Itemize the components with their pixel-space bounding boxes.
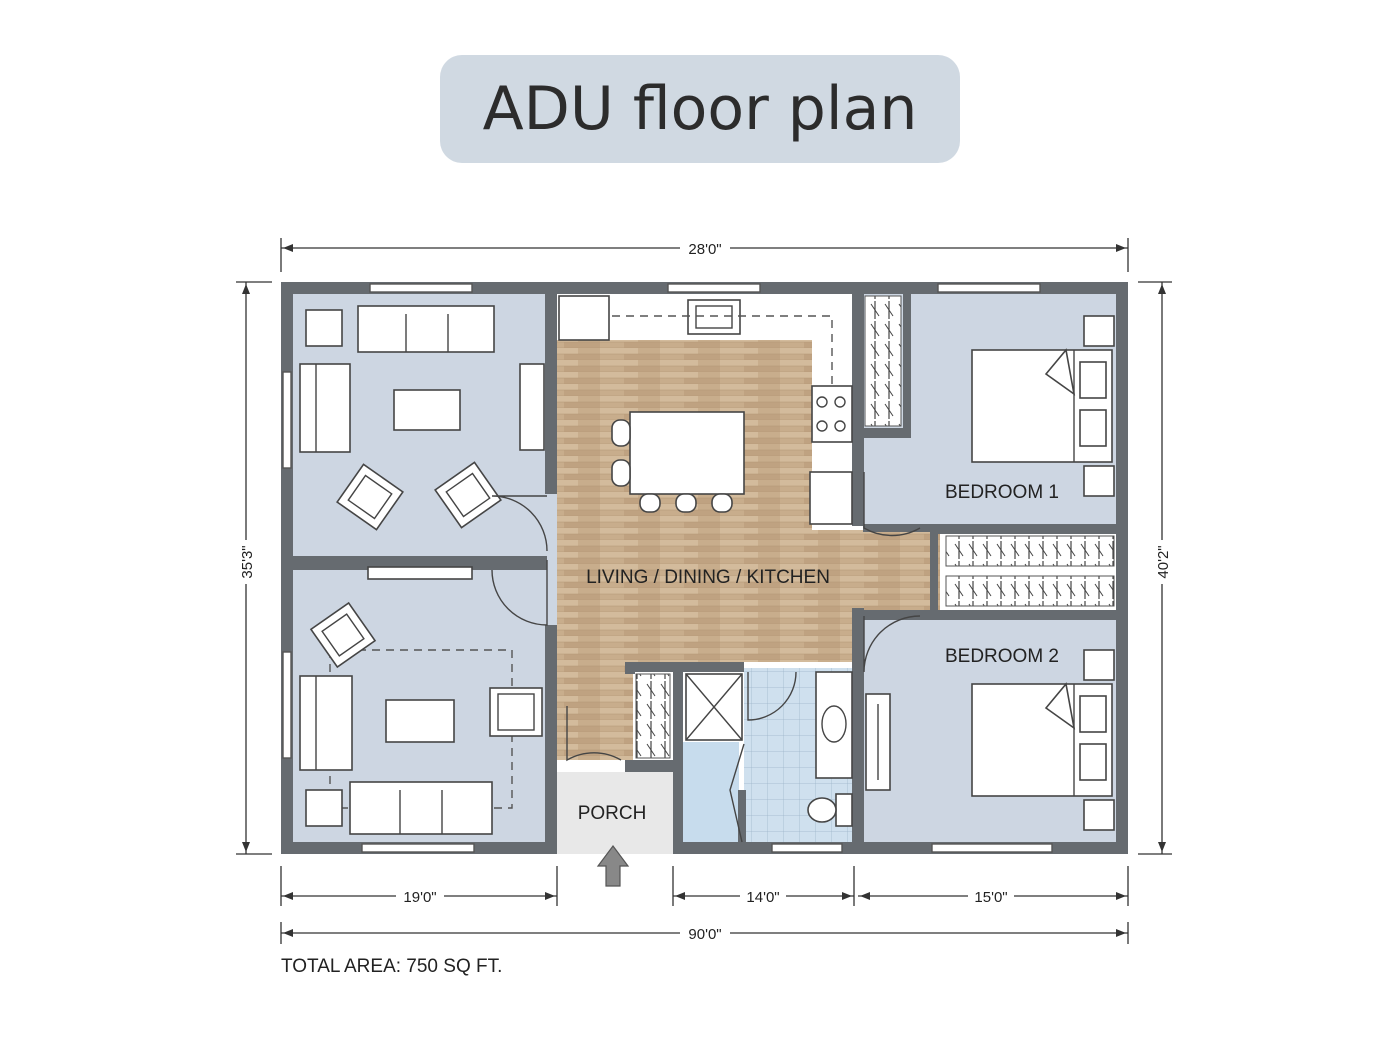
title-banner: ADU floor plan bbox=[440, 55, 960, 163]
porch-label: PORCH bbox=[578, 803, 647, 824]
dim-left-height: 35'3" bbox=[239, 545, 256, 578]
dim-bottom-mid: 14'0" bbox=[746, 889, 779, 906]
dim-top-width: 28'0" bbox=[688, 241, 721, 258]
bedroom1-label: BEDROOM 1 bbox=[945, 482, 1059, 503]
lower-left-furniture bbox=[299, 566, 543, 835]
bedroom2-label: BEDROOM 2 bbox=[945, 646, 1059, 667]
windows bbox=[282, 283, 1053, 853]
porch-floor bbox=[557, 772, 673, 854]
bathroom-fixtures bbox=[685, 671, 853, 843]
dim-overall-width: 90'0" bbox=[688, 926, 721, 943]
kitchen-furniture bbox=[558, 295, 853, 525]
doors bbox=[491, 472, 921, 762]
living-label: LIVING / DINING / KITCHEN bbox=[586, 567, 830, 588]
entry-arrow-icon bbox=[596, 845, 630, 887]
bedroom2-furniture bbox=[865, 649, 1115, 831]
page-title: ADU floor plan bbox=[482, 74, 918, 144]
doorway-floor bbox=[547, 485, 559, 630]
dim-bottom-left: 19'0" bbox=[403, 889, 436, 906]
dim-right-height: 40'2" bbox=[1155, 545, 1172, 578]
bath-closet-floor bbox=[683, 742, 739, 842]
total-area-label: TOTAL AREA: 750 SQ FT. bbox=[281, 956, 503, 977]
dim-bottom-right: 15'0" bbox=[974, 889, 1007, 906]
bedroom1-furniture bbox=[971, 315, 1115, 497]
upper-left-furniture bbox=[299, 305, 545, 531]
closets bbox=[635, 295, 1115, 759]
